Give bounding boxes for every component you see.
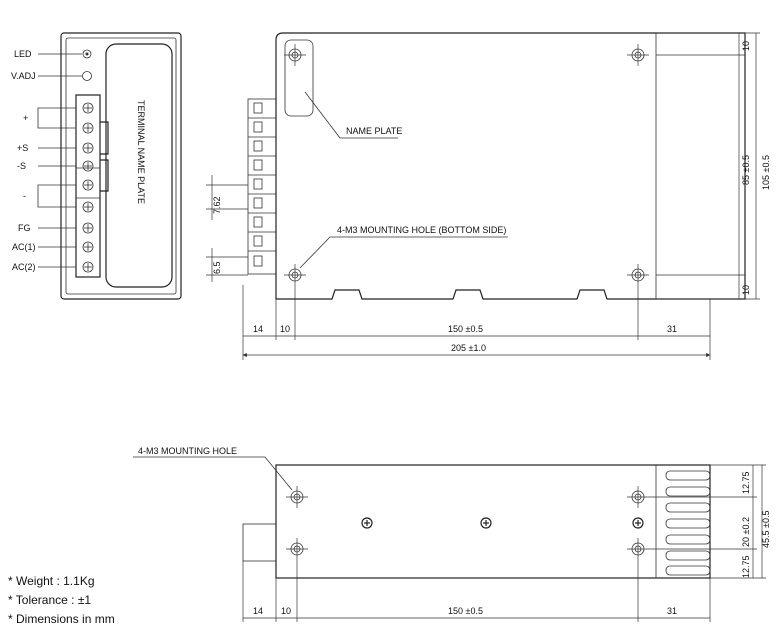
top-dim-105: 105 ±0.5 bbox=[761, 155, 771, 190]
top-dim-10: 10 bbox=[280, 324, 290, 334]
side-dim-10: 10 bbox=[281, 606, 291, 616]
side-screws bbox=[361, 517, 644, 529]
side-mounting-hole-label: 4-M3 MOUNTING HOLE bbox=[138, 446, 237, 456]
name-plate bbox=[284, 39, 314, 117]
top-case-outline bbox=[275, 32, 746, 300]
jumper-plus bbox=[100, 121, 109, 155]
note-dimensions: * Dimensions in mm bbox=[8, 612, 115, 626]
pitch-762: 7.62 bbox=[212, 196, 222, 214]
side-case-outline bbox=[275, 464, 711, 579]
label-ac2: AC(2) bbox=[12, 262, 36, 272]
led-indicator bbox=[82, 49, 92, 59]
side-dim-150: 150 ±0.5 bbox=[448, 606, 483, 616]
label-ac1: AC(1) bbox=[12, 242, 36, 252]
v-adj-potentiometer bbox=[82, 71, 92, 81]
side-dim-20: 20 ±0.2 bbox=[741, 517, 751, 547]
top-terminal-pins bbox=[247, 98, 277, 275]
top-dim-31: 31 bbox=[667, 324, 677, 334]
plate-text: TERMINAL NAME PLATE bbox=[136, 100, 146, 204]
side-mounting-holes bbox=[286, 486, 649, 560]
side-view: 4-M3 MOUNTING HOLE 12.75 20 ±0.2 12.75 4… bbox=[133, 446, 771, 622]
top-dim-10b: 10 bbox=[741, 285, 751, 295]
pitch-65: 6.5 bbox=[212, 261, 222, 274]
side-dim-31: 31 bbox=[667, 606, 677, 616]
top-dim-150: 150 ±0.5 bbox=[448, 324, 483, 334]
side-dim-1275a: 12.75 bbox=[741, 471, 751, 494]
notes: * Weight : 1.1Kg * Tolerance : ±1 * Dime… bbox=[8, 574, 115, 626]
label-v-adj: V.ADJ bbox=[11, 71, 36, 81]
terminal-block bbox=[75, 94, 101, 278]
top-dim-14: 14 bbox=[253, 324, 263, 334]
note-tolerance: * Tolerance : ±1 bbox=[8, 593, 91, 607]
terminal-screws bbox=[82, 102, 94, 273]
heatsink-fins bbox=[665, 470, 711, 576]
label-plus-s: +S bbox=[17, 143, 28, 153]
top-dim-10a: 10 bbox=[741, 41, 751, 51]
side-dim-14: 14 bbox=[253, 606, 263, 616]
note-weight: * Weight : 1.1Kg bbox=[8, 574, 95, 588]
terminal-name-plate bbox=[105, 43, 173, 288]
name-plate-label: NAME PLATE bbox=[346, 126, 402, 136]
top-dim-85: 85 ±0.5 bbox=[741, 155, 751, 185]
front-panel-outline bbox=[60, 32, 182, 300]
terminal-labels: LED V.ADJ + +S -S - FG AC(1) AC(2) bbox=[11, 49, 36, 272]
label-minus: - bbox=[23, 191, 26, 201]
top-dim-205: 205 ±1.0 bbox=[451, 343, 486, 353]
top-mounting-holes bbox=[284, 44, 649, 286]
label-fg: FG bbox=[18, 223, 31, 233]
side-terminal-block bbox=[242, 523, 277, 562]
side-dim-455: 45.5 ±0.5 bbox=[761, 511, 771, 548]
label-minus-s: -S bbox=[17, 161, 26, 171]
top-view: NAME PLATE 4-M3 MOUNTING HOLE (BOTTOM SI… bbox=[206, 32, 771, 360]
front-view: TERMINAL NAME PLATE bbox=[11, 32, 182, 300]
top-mounting-hole-label: 4-M3 MOUNTING HOLE (BOTTOM SIDE) bbox=[337, 225, 506, 235]
label-led: LED bbox=[14, 49, 32, 59]
label-plus: + bbox=[23, 113, 28, 123]
side-dim-1275b: 12.75 bbox=[741, 555, 751, 578]
jumper-minus bbox=[100, 159, 109, 192]
